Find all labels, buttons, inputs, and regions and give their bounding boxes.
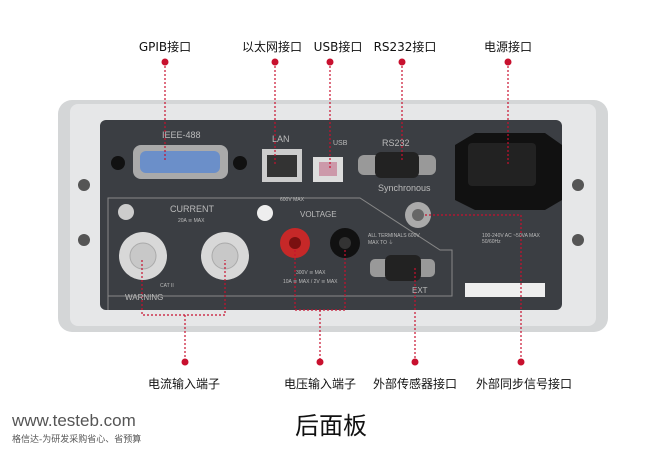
panel-text-cat: CAT II [160,283,174,289]
panel-text-voltage: VOLTAGE [300,210,337,219]
panel-text-600v: 600V MAX [280,197,304,203]
panel-text-usb: USB [333,140,348,147]
callout-ext-sensor: 外部传感器接口 [372,377,458,391]
panel-text-terminals: ALL TERMINALS 600V MAX TO ⏚ [368,233,420,246]
ext-sensor-port [370,255,435,281]
figure-title: 后面板 [295,412,367,440]
slogan: 格信达-为研发采购省心、省预算 [12,435,142,445]
callout-ext-sync: 外部同步信号接口 [475,377,573,391]
panel-text-current-max: 20A ≅ MAX [178,218,205,224]
panel-text-power: 100-240V AC ~50VA MAX 50/60Hz [482,233,540,245]
panel-text-warning: WARNING [125,293,164,302]
panel-text-ieee: IEEE-488 [162,130,201,140]
callout-dots [161,58,525,366]
panel-text-sync: Synchronous [378,183,431,193]
callout-usb: USB接口 [313,40,363,54]
panel-text-rs232: RS232 [382,138,410,148]
callout-ethernet: 以太网接口 [241,40,303,54]
callout-rs232: RS232接口 [373,40,437,54]
panel-text-current: CURRENT [170,204,214,214]
gpib-connector [111,145,247,179]
power-inlet [455,133,562,210]
panel-text-ext: EXT [412,286,428,295]
barcode-label [465,283,545,297]
callout-lines [141,62,522,360]
rs232-port [358,152,436,178]
website-watermark: www.testeb.com [12,411,136,430]
panel-text-vlimits: 10A ≅ MAX / 2V ≅ MAX [283,279,338,285]
callout-current-terminals: 电流输入端子 [147,377,221,391]
callout-gpib: GPIB接口 [138,40,192,54]
callout-power: 电源接口 [483,40,533,54]
callout-voltage-terminals: 电压输入端子 [283,377,357,391]
panel-text-vmax: 300V ≅ MAX [296,270,326,276]
panel-text-lan: LAN [272,134,290,144]
